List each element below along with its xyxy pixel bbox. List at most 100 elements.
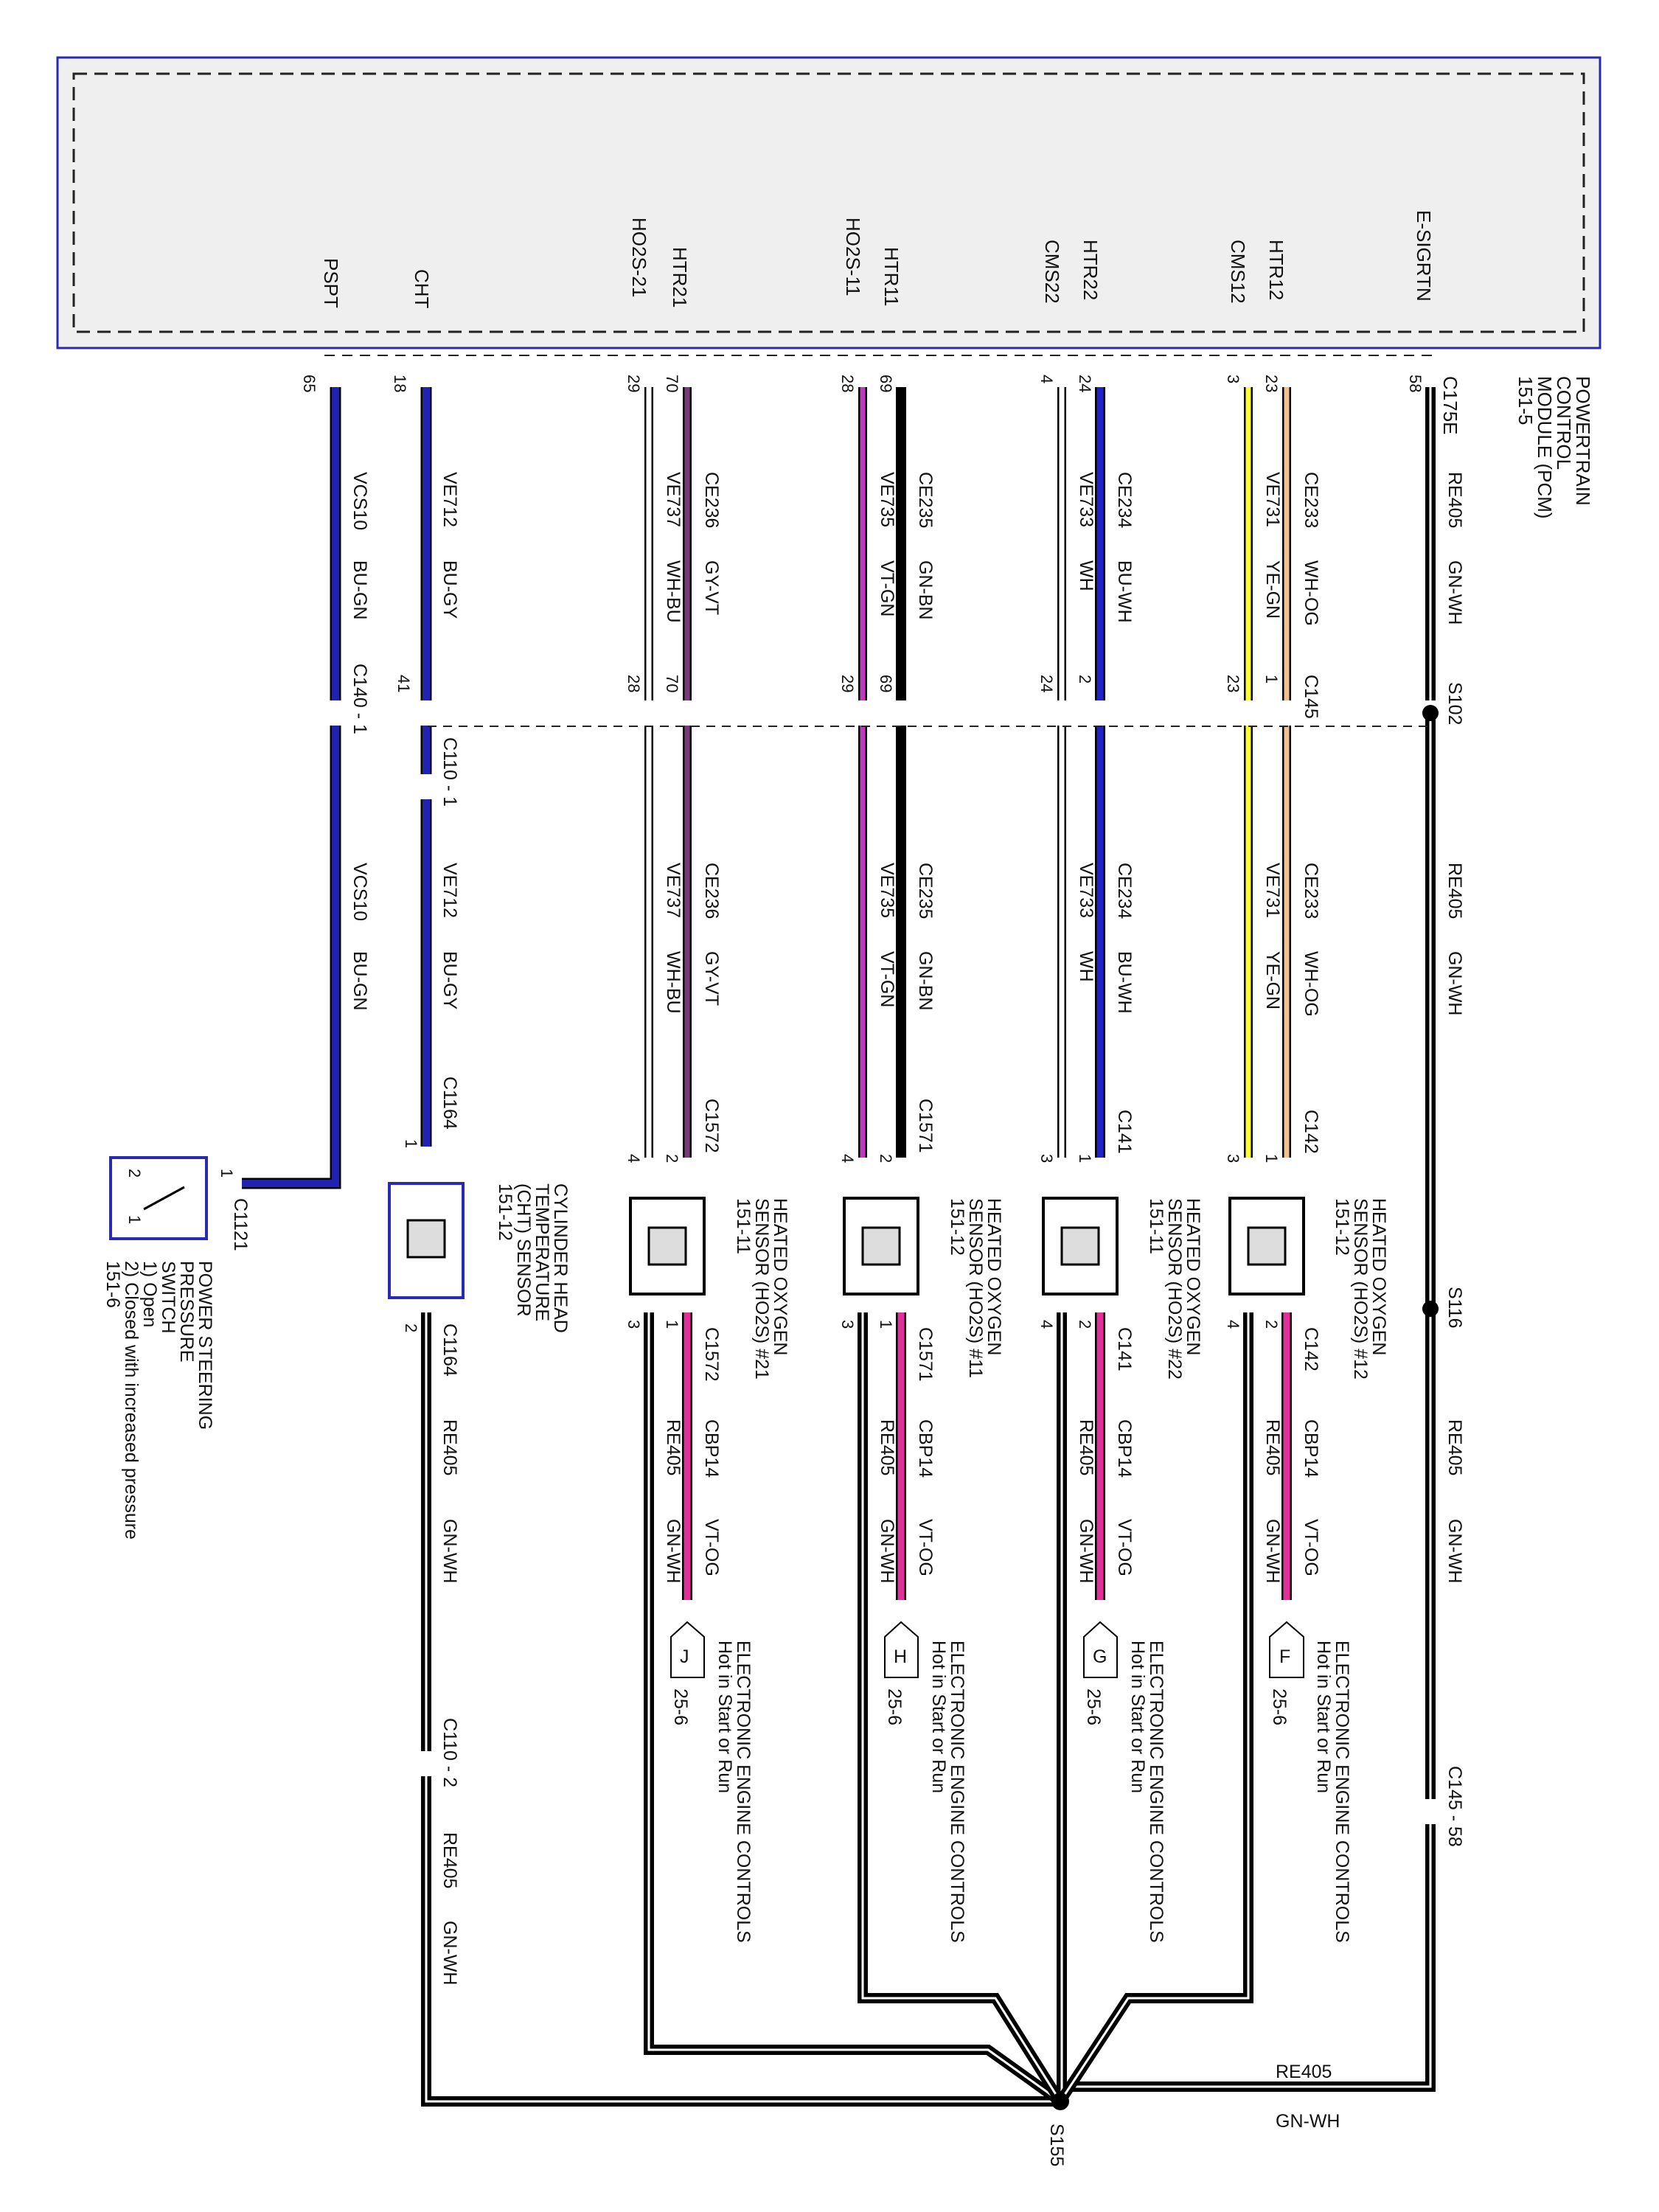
signal-cms22: CMS22 [1041,240,1063,304]
cht-l3: (CHT) SENSOR [513,1183,534,1317]
lbl-re405-a: RE405 [1444,472,1465,528]
lbl-gnwh-22: GN-WH [1076,1519,1096,1583]
lbl-re405-12: RE405 [1262,1419,1283,1475]
conn-c141: C141 [1114,1110,1135,1154]
ho2s22-heater [1060,1226,1100,1266]
lbl-bugn-b: BU-GN [349,951,370,1011]
psw-1: 1 [218,1169,236,1178]
pcm-label-line4: 151-5 [1514,376,1537,425]
p21-2: 2 [663,1154,681,1163]
tag-h-letter: H [894,1646,907,1667]
sensors [109,1156,1305,1299]
wire-re405-ho2s21-fill [647,1312,1061,2103]
mid-pin-29: 29 [838,675,857,692]
pin-65: 65 [300,375,319,392]
tag-j-l2: Hot in Start or Run [714,1641,735,1793]
lbl-ve737-a: VE737 [663,472,684,527]
lbl-cbp14-12: CBP14 [1301,1419,1321,1478]
lbl-gnwh-bottom: GN-WH [1276,2111,1340,2132]
tag-j-l1: ELECTRONIC ENGINE CONTROLS [733,1641,754,1943]
conn-c1571b: C1571 [915,1327,936,1382]
lbl-re405-21: RE405 [663,1419,684,1475]
lbl-ve731-b: VE731 [1262,863,1283,918]
lbl-gnwh-a: GN-WH [1444,560,1465,625]
p21-4: 4 [625,1154,643,1163]
mid-pin-2: 2 [1076,675,1094,684]
component-labels: HEATED OXYGEN SENSOR (HO2S) #21 151-11 H… [102,1183,1389,1540]
splice-s116 [1422,1301,1439,1317]
psps-l6: 151-6 [102,1261,123,1308]
lbl-ce234-a: CE234 [1114,472,1135,529]
splice-s155 [1051,2093,1069,2110]
lbl-gnwh-cht2: GN-WH [439,1921,460,1985]
mid-pin-70: 70 [663,675,681,692]
psw-2: 2 [125,1169,144,1178]
tag-h-l2: Hot in Start or Run [928,1641,949,1793]
ho2s12-l3: 151-12 [1332,1198,1352,1256]
cht-sensor-element [406,1219,446,1259]
conn-c1164b: C1164 [439,1324,460,1377]
pcht-1: 1 [402,1139,420,1148]
tag-h [884,1621,919,1678]
conn-c142b: C142 [1301,1327,1321,1371]
pcm-connector-c175e: C175E [1439,376,1461,435]
pin-4: 4 [1037,375,1056,383]
conn-c142: C142 [1301,1110,1321,1154]
p22-2: 2 [1076,1320,1094,1329]
lbl-vtgn-a: VT-GN [877,560,897,616]
lbl-ve735-b: VE735 [877,863,897,918]
pin-18: 18 [391,375,409,392]
lbl-gnwh-esig: GN-WH [1444,1519,1465,1583]
power-ref-labels: J ELECTRONIC ENGINE CONTROLS Hot in Star… [670,1641,1352,1943]
gap-c140 [324,700,347,726]
signal-ho2s11: HO2S-11 [842,218,864,296]
connector-gaps [324,700,1441,1824]
signal-esigrtn: E-SIGRTN [1413,210,1435,302]
conn-c1164a: C1164 [439,1077,460,1130]
tag-j-page: 25-6 [670,1688,691,1725]
conn-c140: C140 - 1 [349,664,370,734]
p11-2: 2 [877,1154,895,1163]
p12-2: 2 [1262,1320,1281,1329]
pin-23: 23 [1262,375,1281,392]
ho2s11-l1: HEATED OXYGEN [984,1198,1004,1355]
mid-pin-1: 1 [1262,675,1281,684]
ho2s21-heater [647,1226,687,1266]
lbl-gnwh-b: GN-WH [1444,951,1465,1015]
ho2s12-heater [1247,1226,1287,1266]
lbl-buwh-a: BU-WH [1114,560,1135,623]
lbl-re405-cht: RE405 [439,1419,460,1475]
gap-c145-row [634,700,1298,726]
p22-3: 3 [1037,1154,1056,1163]
lbl-gnwh-cht: GN-WH [439,1519,460,1583]
ho2s22-l2: SENSOR (HO2S) #22 [1164,1198,1185,1380]
tag-f-l2: Hot in Start or Run [1313,1641,1334,1793]
lbl-gnwh-11: GN-WH [877,1519,897,1583]
tag-f [1269,1621,1304,1678]
lbl-buwh-b: BU-WH [1114,951,1135,1014]
lbl-yegn-b: YE-GN [1262,951,1283,1009]
tag-f-page: 25-6 [1269,1688,1290,1725]
lbl-vtog-21: VT-OG [701,1519,722,1576]
conn-c1571: C1571 [915,1099,936,1153]
conn-c145: C145 [1301,675,1321,719]
splice-dots [1051,705,1439,2110]
ho2s22-l1: HEATED OXYGEN [1183,1198,1203,1355]
conn-c1572: C1572 [701,1099,722,1153]
tag-g [1083,1621,1118,1678]
p11-3: 3 [838,1320,857,1329]
pcm-module-inner-dash [72,72,1585,333]
wire-re405-main-fill [1060,387,1432,2088]
tag-f-letter: F [1279,1646,1290,1667]
p22-1: 1 [1076,1154,1094,1163]
ho2s21-l3: 151-11 [733,1198,754,1254]
tag-j-letter: J [680,1646,689,1667]
lbl-ce236-b: CE236 [701,863,722,919]
lbl-ve712-b: VE712 [439,863,460,918]
ho2s22-l3: 151-11 [1146,1198,1166,1254]
ho2s21-l1: HEATED OXYGEN [770,1198,790,1355]
lbl-bugy-b: BU-GY [439,951,460,1010]
lbl-gyvt-a: GY-VT [701,560,722,615]
conn-c145b: C145 - 58 [1444,1766,1465,1847]
pcm-signal-labels: PSPT CHT HO2S-21 HTR21 HO2S-11 HTR11 CMS… [320,210,1435,309]
